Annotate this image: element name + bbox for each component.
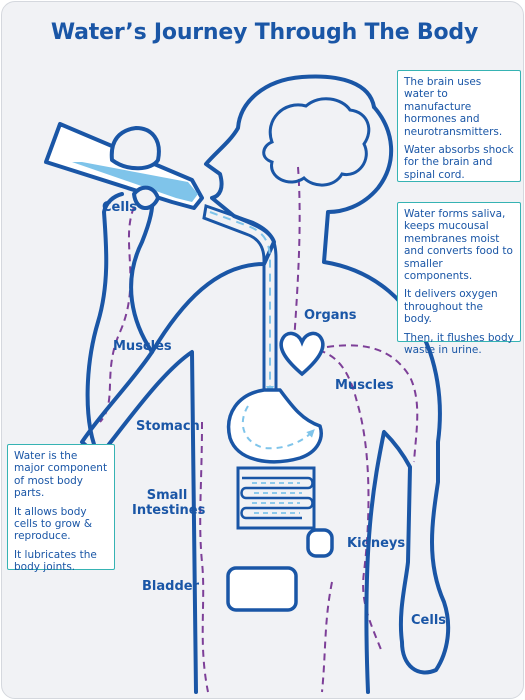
info-box-saliva: Water forms saliva, keeps mucousal membr… [397,202,521,356]
label-small-intestines: Small Intestines [132,488,206,518]
info-body-text-1: Water is the major component of most bod… [14,450,108,500]
info-saliva-text-2: It delivers oxygen throughout the body. [404,288,498,326]
label-stomach: Stomach [136,419,200,434]
info-brain-text-2: Water absorbs shock for the brain and sp… [404,144,514,181]
label-small-line: Small [146,488,188,503]
page-title: Water’s Journey Through The Body [50,20,479,45]
label-muscles-left: Muscles [113,339,172,354]
stomach-shape [226,388,323,464]
info-saliva-text-3: Then, it flushes body waste in urine. [404,331,514,357]
label-cells-top: Cells [102,200,138,215]
info-box-brain: The brain uses water to manufacture horm… [397,70,521,182]
info-box-body-parts: Water is the major component of most bod… [7,444,115,573]
info-body-text-3: It lubricates the body joints. [14,548,97,574]
label-muscles-right: Muscles [335,378,394,393]
label-kidneys: Kidneys [347,536,406,551]
kidney-shape [306,528,334,558]
bladder-shape [226,566,298,612]
label-intestines-line: Intestines [132,503,206,518]
label-cells-bottom: Cells [411,613,447,628]
info-saliva-text-1: Water forms saliva, keeps mucousal membr… [404,208,513,283]
heart-icon [279,331,325,377]
water-bottle [44,122,204,210]
water-flow [202,203,278,396]
info-brain-text-1: The brain uses water to manufacture horm… [404,76,503,138]
info-body-text-2: It allows body cells to grow & reproduce… [14,505,93,543]
label-bladder: Bladder [142,579,199,594]
small-intestines-shape [236,466,316,530]
brain-shape [262,97,371,187]
circulation-lines [99,166,419,693]
label-organs: Organs [304,308,357,323]
